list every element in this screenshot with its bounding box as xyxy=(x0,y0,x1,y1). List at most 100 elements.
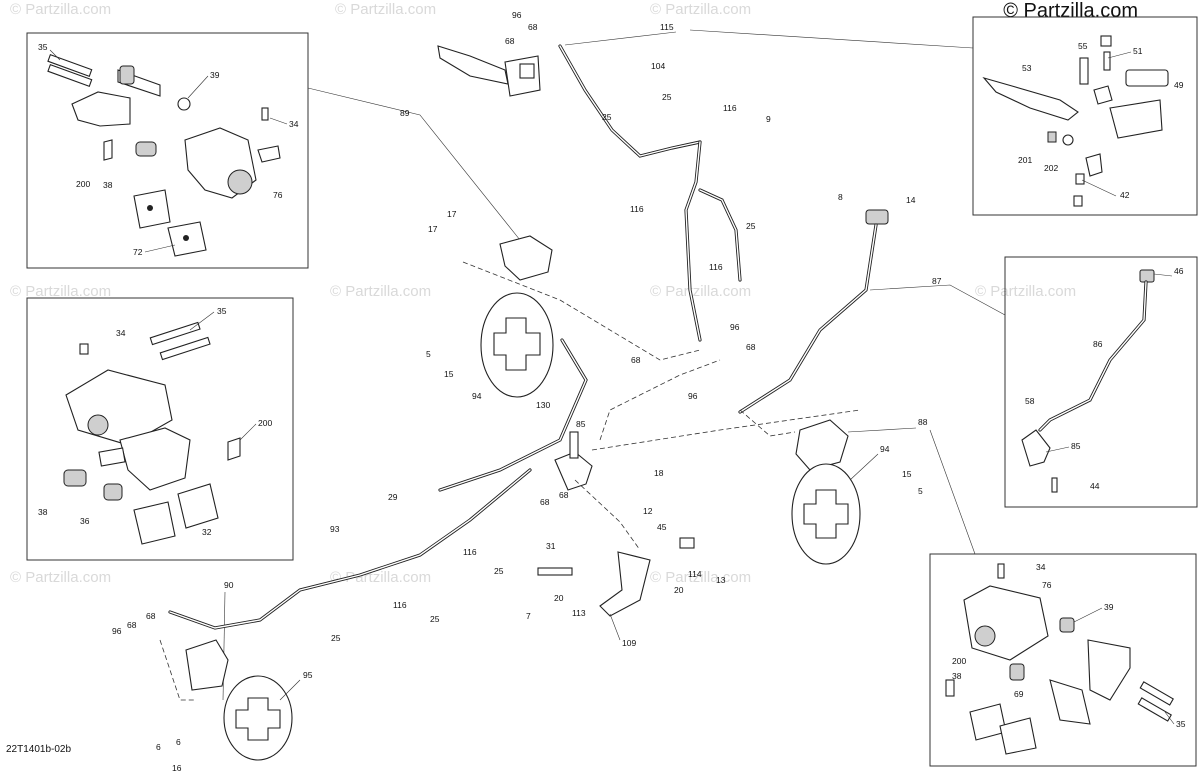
callout: 34 xyxy=(116,328,126,338)
callout: 6 xyxy=(156,742,161,752)
assembly-line xyxy=(739,409,796,437)
pedal-bushing xyxy=(679,537,695,549)
inset-link-line xyxy=(222,591,226,701)
inset-middle-right-rear-reservoir xyxy=(1004,256,1198,508)
callout: 8 xyxy=(838,192,843,202)
callout: 39 xyxy=(210,70,220,80)
callout: 38 xyxy=(952,671,962,681)
callout: 87 xyxy=(932,276,942,286)
callout: 116 xyxy=(463,547,477,557)
watermark: © Partzilla.com xyxy=(335,1,436,18)
callout: 31 xyxy=(546,541,556,551)
callout: 69 xyxy=(1014,689,1024,699)
rear-caliper-right xyxy=(795,419,849,471)
callout: 29 xyxy=(388,492,398,502)
callout: 32 xyxy=(202,527,212,537)
assembly-line xyxy=(599,359,721,441)
assembly-line xyxy=(591,409,861,451)
callout: 25 xyxy=(331,633,341,643)
callout: 14 xyxy=(906,195,916,205)
callout: 35 xyxy=(217,306,227,316)
callout: 16 xyxy=(172,763,182,773)
callout: 42 xyxy=(1120,190,1130,200)
callout: 36 xyxy=(80,516,90,526)
callout: 114 xyxy=(688,569,702,579)
callout: 96 xyxy=(730,322,740,332)
callout: 15 xyxy=(902,469,912,479)
watermark: © Partzilla.com xyxy=(10,283,111,300)
callout: 200 xyxy=(258,418,272,428)
callout: 116 xyxy=(630,204,644,214)
callout: 46 xyxy=(1174,266,1184,276)
callout: 104 xyxy=(651,61,665,71)
callout: 88 xyxy=(918,417,928,427)
callout: 6 xyxy=(176,737,181,747)
callout: 94 xyxy=(472,391,482,401)
brake-pedal xyxy=(599,551,651,617)
callout: 55 xyxy=(1078,41,1088,51)
leader-lines xyxy=(49,31,1175,725)
callout: 34 xyxy=(289,119,299,129)
callout: 96 xyxy=(512,10,522,20)
br-parts xyxy=(945,563,1174,755)
callout: 38 xyxy=(38,507,48,517)
callout: 68 xyxy=(631,355,641,365)
callout: 45 xyxy=(657,522,667,532)
callout: 116 xyxy=(723,103,737,113)
callout: 113 xyxy=(572,608,586,618)
callout: 53 xyxy=(1022,63,1032,73)
callout: 202 xyxy=(1044,163,1058,173)
rear-caliper-left xyxy=(185,639,229,691)
inset-top-right-master-cylinder xyxy=(972,16,1198,216)
callout: 72 xyxy=(133,247,143,257)
watermark: © Partzilla.com xyxy=(650,1,751,18)
callout: 86 xyxy=(1093,339,1103,349)
callout: 116 xyxy=(393,600,407,610)
watermark-layer: © Partzilla.com © Partzilla.com © Partzi… xyxy=(10,1,1076,586)
callout: 85 xyxy=(1071,441,1081,451)
callout: 68 xyxy=(146,611,156,621)
callout: 200 xyxy=(76,179,90,189)
callout: 89 xyxy=(400,108,410,118)
callout: 68 xyxy=(528,22,538,32)
front-disc-94 xyxy=(480,292,554,398)
callout: 76 xyxy=(273,190,283,200)
ml-parts xyxy=(63,321,241,545)
callout-labels: 35 39 34 200 38 76 72 34 35 200 38 36 32… xyxy=(38,10,1186,773)
callout: 130 xyxy=(536,400,550,410)
front-caliper xyxy=(499,235,553,281)
callout: 68 xyxy=(559,490,569,500)
callout: 12 xyxy=(643,506,653,516)
callout: 95 xyxy=(303,670,313,680)
callout: 76 xyxy=(1042,580,1052,590)
callout: 51 xyxy=(1133,46,1143,56)
callout: 201 xyxy=(1018,155,1032,165)
callout: 5 xyxy=(426,349,431,359)
callout: 200 xyxy=(952,656,966,666)
callout: 116 xyxy=(709,262,723,272)
callout: 25 xyxy=(602,112,612,122)
inset-link-line xyxy=(869,284,1006,316)
master-cylinder-body xyxy=(569,431,579,459)
pedal-bolt xyxy=(537,567,573,576)
callout: 34 xyxy=(1036,562,1046,572)
callout: 17 xyxy=(447,209,457,219)
callout: 49 xyxy=(1174,80,1184,90)
rear-disc-95 xyxy=(223,675,293,761)
callout: 25 xyxy=(430,614,440,624)
watermark: © Partzilla.com xyxy=(10,569,111,586)
inset-link-line xyxy=(929,429,976,555)
brake-line-104 xyxy=(558,44,702,158)
callout: 7 xyxy=(526,611,531,621)
callout: 13 xyxy=(716,575,726,585)
callout: 94 xyxy=(880,444,890,454)
callout: 25 xyxy=(746,221,756,231)
callout: 38 xyxy=(103,180,113,190)
callout: 35 xyxy=(38,42,48,52)
callout: 17 xyxy=(428,224,438,234)
callout: 68 xyxy=(746,342,756,352)
callout: 96 xyxy=(112,626,122,636)
callout: 115 xyxy=(660,22,674,32)
callout: 9 xyxy=(766,114,771,124)
watermark: © Partzilla.com xyxy=(650,283,751,300)
